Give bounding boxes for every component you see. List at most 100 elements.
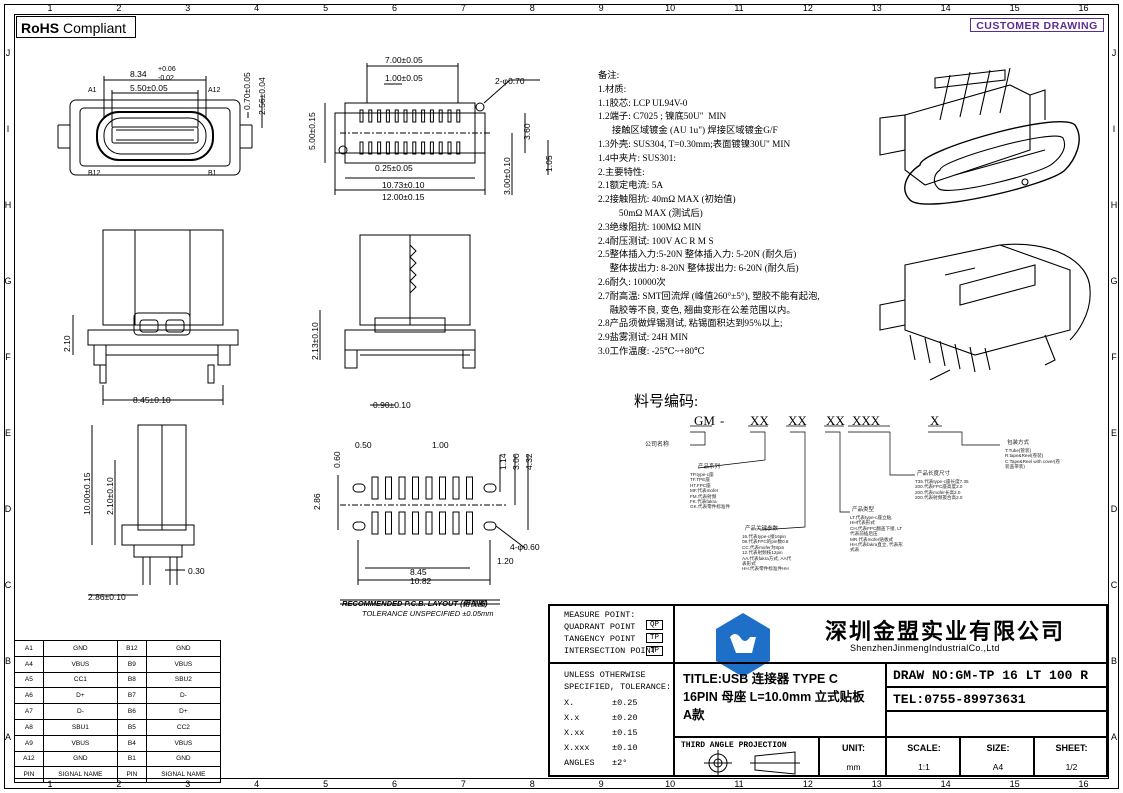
title-block: MEASURE POINT: QUADRANT POINT TANGENCY P… [548,604,1108,777]
dim-pcb-1-00: 1.00 [432,440,449,450]
note-line: 2.8产品须做焊锡测试, 粘锡面积达到95%以上; [598,319,783,330]
column-number: 1 [47,779,53,789]
pin-table-cell: B8 [116,671,147,689]
note-line: 2.3绝缘阻抗: 100MΩ MIN [598,222,702,233]
dim-3-00: 3.00±0.10 [502,157,512,195]
pin-pad [456,109,461,123]
tp-code: TP [646,633,664,643]
dim-pcb-8-45: 8.45 [410,567,427,577]
scale-cell: SCALE: 1:1 [886,737,960,776]
column-number: 4 [254,3,260,13]
tolerance-value: ±2° [612,758,628,768]
part-code-leaders [690,425,1000,531]
size-value: A4 [992,762,1004,772]
pin-pad [412,476,419,500]
dim-pcb-hole: 4-φ0.60 [510,542,540,552]
row-letter: D [1110,504,1118,514]
pack-title: 包装方式 [1007,440,1030,446]
unit-value: mm [846,762,861,772]
column-number: 13 [871,779,882,789]
pin-pad [412,141,417,155]
pin-pad [403,109,408,123]
pin-table-cell: GND [42,750,118,768]
pin-table-cell: D- [42,703,118,720]
dim-2-56: 2.56±0.04 [257,77,267,115]
pin-pad [398,511,406,535]
pin-pad [359,141,364,155]
row-letter: A [4,732,11,742]
projection-label: THIRD ANGLE PROJECTION [681,741,787,750]
tolerance-value: ±0.15 [612,728,638,738]
dim-10-00: 10.00±0.15 [82,472,92,515]
note-line: 2.5整体插入力:5-20N 整体插入力: 5-20N (耐久后) [598,250,797,261]
pin-table-cell: B9 [116,655,147,673]
company-name-en: ShenzhenJinmengIndustrialCo.,Ltd [850,643,1000,653]
pin-table-cell: CC2 [145,718,222,736]
pin-table-cell: PIN [116,766,147,784]
dim-pcb-10-82: 10.82 [410,576,432,586]
title-cell: TITLE:USB 连接器 TYPE C 16PIN 母座 L=10.0mm 立… [674,663,886,737]
pin-table-cell: B1 [116,750,147,768]
column-number: 16 [1078,3,1089,13]
note-line: 接触区域镀金 (AU 1u") 焊接区域镀金G/F [598,126,778,137]
specified-tolerance: SPECIFIED, TOLERANCE: [564,682,672,692]
dim-8-34-tol-dn: -0.02 [158,75,174,82]
top-view-footprint [324,63,549,195]
pin-pad [359,109,364,123]
tolerance-value: ±0.20 [612,713,638,723]
pin-pad [425,476,433,500]
pin-table-cell: SBU1 [42,718,118,736]
dim-0-90: 0.90±0.10 [373,400,411,410]
series-title: 产品系列 [698,464,721,470]
front-elevation-view [72,229,239,405]
dim-2-10: 2.10 [62,335,72,352]
unless-otherwise: UNLESS OTHERWISE [564,670,646,680]
pin-table-cell: GND [145,640,222,657]
pin-pad [447,141,452,155]
dim-10-73: 10.73±0.10 [382,180,425,190]
note-line: 1.材质: [598,84,627,95]
pin-pad [466,476,473,500]
column-number: 8 [529,3,535,13]
note-line: 2.7耐高温: SMT回流焊 (峰值260°±5°), 塑胶不能有起泡, [598,291,820,302]
qp-code: QP [646,620,664,630]
row-letter: D [4,504,12,514]
pcb-tolerance-caption: TOLERANCE UNSPECIFIED ±0.05mm [362,609,494,618]
pin-table-cell: B7 [116,687,147,705]
measure-point-cell: MEASURE POINT: QUADRANT POINT TANGENCY P… [549,605,674,663]
part-code-gm: GM [694,413,715,428]
pin-pad [447,109,452,123]
drawing-frame-inner [14,14,1109,779]
row-letter: A [1110,732,1117,742]
dim-pcb-1-14: 1.14 [498,453,508,470]
pin-pad [429,109,434,123]
size-cell: SIZE: A4 [960,737,1034,776]
measure-point-label: MEASURE POINT: [564,610,636,620]
note-line: 2.9盐雾测试: 24H MIN [598,333,689,344]
sheet-label: SHEET: [1055,743,1088,753]
pin-label-b1: B1 [208,170,217,177]
bottom-elevation-view [88,424,195,596]
key-params-items: 16.代表type-c接16pin 08.代表FPC的pin数0.8 CC.代表… [742,534,792,572]
note-line: 2.1额定电流: 5A [598,181,664,192]
sheet-value: 1/2 [1065,762,1078,772]
pin-pad [438,141,443,155]
dim-hole-0-70: 2-φ0.70 [495,76,525,86]
row-letter: H [4,200,12,210]
note-line: 备注: [598,71,620,81]
rohs-label: RoHS [21,20,60,36]
isometric-view-bottom [879,243,1091,381]
row-letter: J [1111,48,1117,58]
dim-3-60: 3.60 [522,123,532,140]
pin-table-cell: D+ [145,703,222,720]
column-number: 6 [391,3,397,13]
dim-2-10-bottom: 2.10±0.10 [105,477,115,515]
tolerance-key: X.x [564,713,580,723]
note-line: 1.1胶芯: LCP UL94V-0 [598,98,688,109]
